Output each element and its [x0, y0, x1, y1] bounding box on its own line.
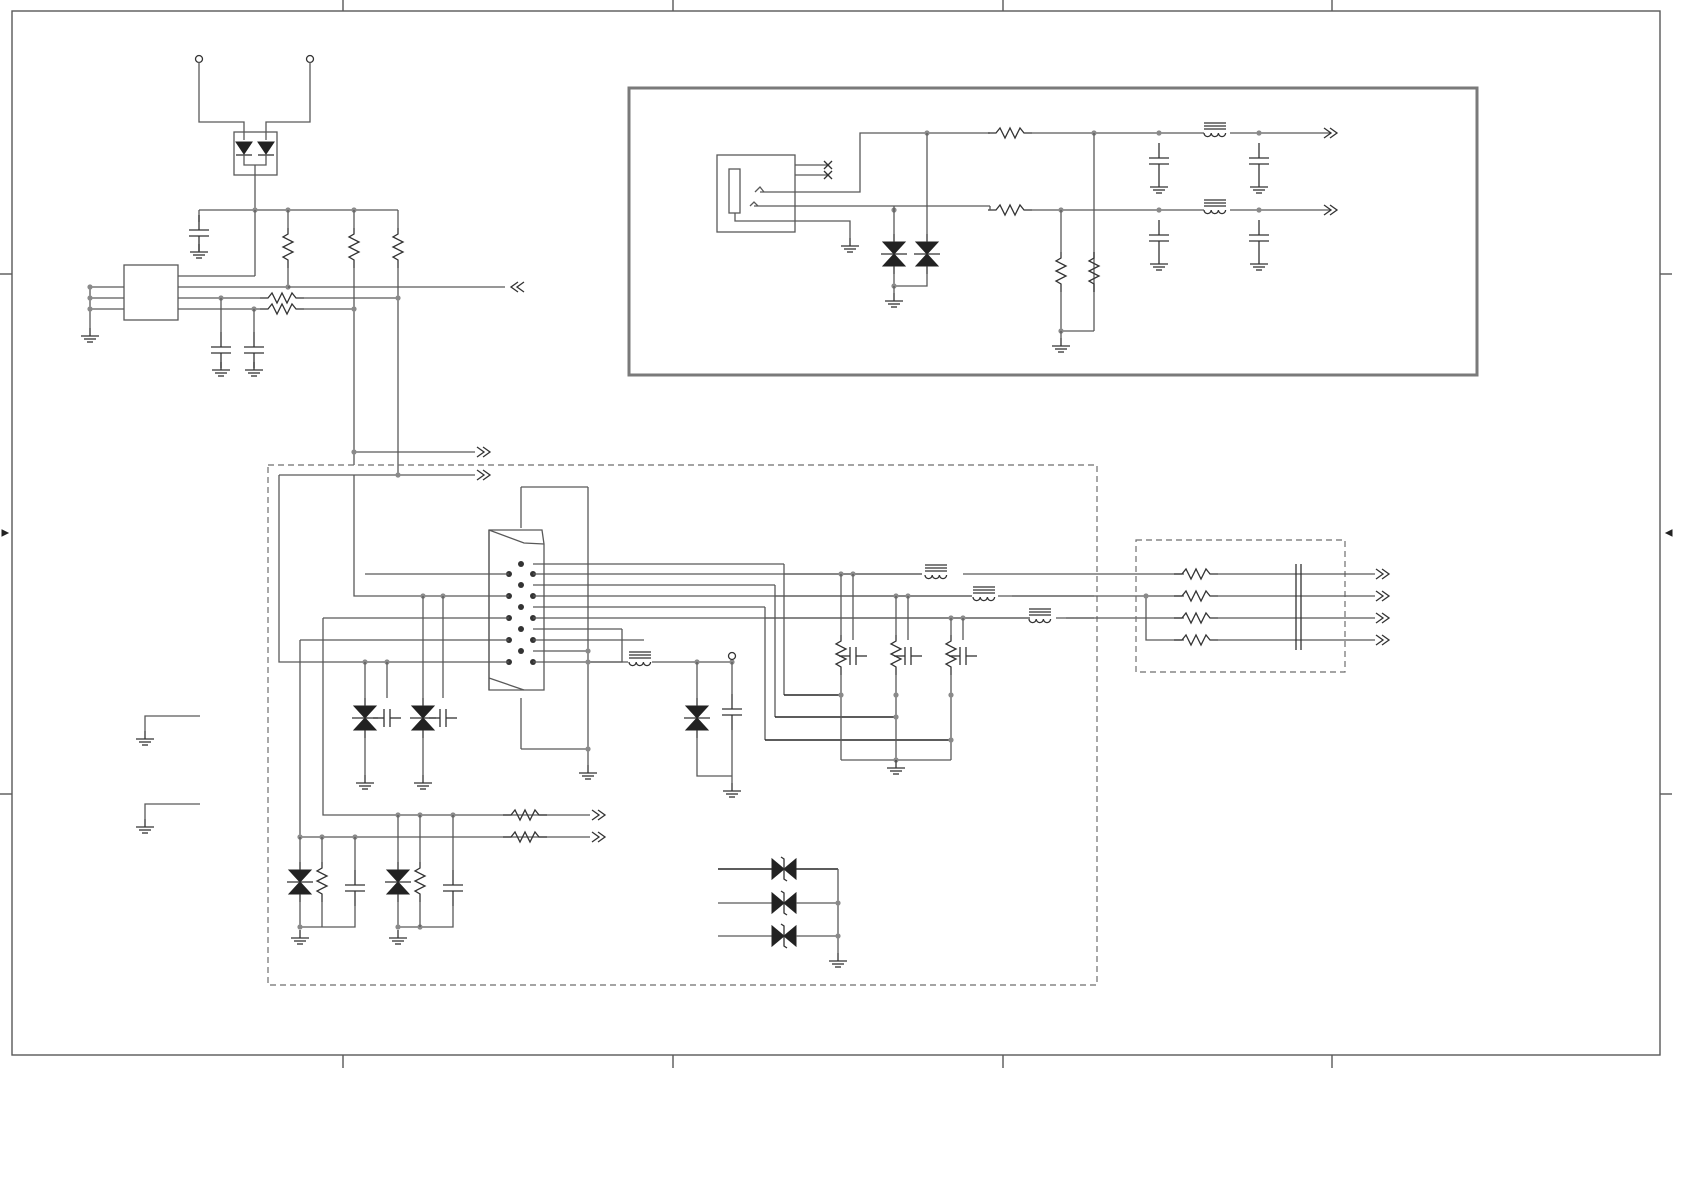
- output-arrow: [1376, 569, 1389, 579]
- test-point[interactable]: [729, 653, 736, 660]
- vga-connector-section: [268, 447, 1146, 985]
- pull-up-resistor: [283, 228, 293, 268]
- esd-diode: [914, 234, 940, 274]
- output-arrow: [1376, 613, 1389, 623]
- sync-resistor-block: [1136, 540, 1389, 672]
- connector-pins: [506, 561, 536, 665]
- input-terminal-2[interactable]: [307, 56, 314, 63]
- regulator-ic: [124, 265, 178, 320]
- esd-array: [718, 857, 847, 967]
- output-arrow: [592, 832, 605, 842]
- output-arrow: [592, 810, 605, 820]
- tvs-diode: [684, 698, 710, 738]
- db15-connector[interactable]: [489, 530, 544, 690]
- output-arrow: [1376, 635, 1389, 645]
- audio-jack-filter-section: [629, 88, 1477, 375]
- pull-up-resistor: [393, 228, 403, 268]
- output-arrow: [477, 470, 490, 480]
- power-input-section: [81, 56, 524, 476]
- ground-references: [136, 716, 200, 833]
- pull-up-resistor: [349, 228, 359, 268]
- output-arrow: [477, 447, 490, 457]
- tvs-diode: [287, 862, 313, 902]
- output-arrow: [511, 282, 524, 292]
- input-terminal-1[interactable]: [196, 56, 203, 63]
- tvs-diode: [385, 862, 411, 902]
- esd-diode: [881, 234, 907, 274]
- output-arrow: [1376, 591, 1389, 601]
